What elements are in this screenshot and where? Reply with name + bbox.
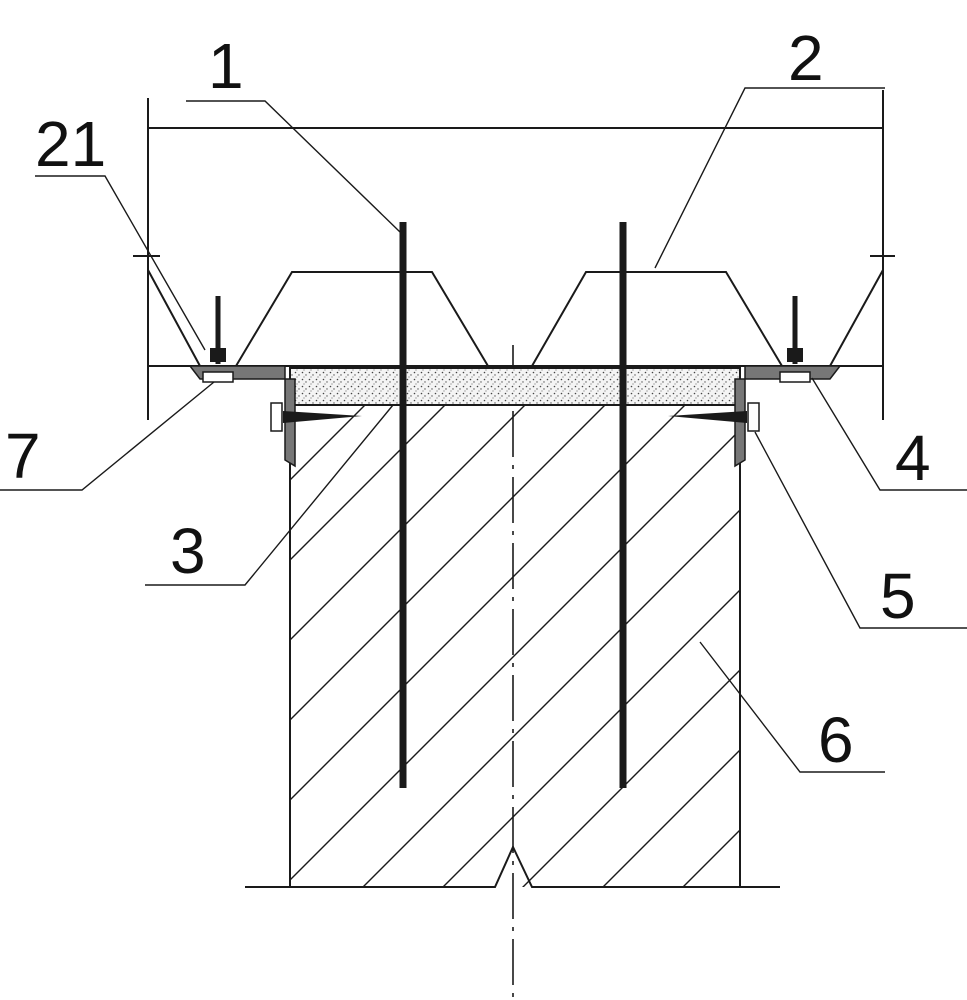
- left-shear-stud: [210, 296, 226, 364]
- left-anchor-wedge: [270, 402, 362, 432]
- label-3: 3: [170, 515, 206, 587]
- label-1: 1: [208, 30, 244, 102]
- label-21: 21: [35, 108, 106, 180]
- wall-hatch: [290, 405, 740, 887]
- right-anchor-wedge: [668, 402, 760, 432]
- label-4: 4: [895, 422, 931, 494]
- wall-body: [289, 405, 741, 887]
- edge-chamfers: [147, 269, 884, 367]
- label-6: 6: [818, 704, 854, 776]
- leader-lines: [0, 87, 967, 773]
- right-bolt-plate: [779, 371, 811, 383]
- label-2: 2: [788, 22, 824, 94]
- left-bolt-plate: [202, 371, 234, 383]
- callout-labels: 1 2 21 7 3 4 5 6: [5, 22, 931, 776]
- grout-layer: [289, 367, 741, 406]
- profiled-deck: [235, 271, 783, 367]
- right-shear-stud: [787, 296, 803, 364]
- label-5: 5: [880, 560, 916, 632]
- left-steel-angle: [188, 365, 296, 468]
- label-7: 7: [5, 420, 41, 492]
- right-steel-angle: [734, 365, 842, 468]
